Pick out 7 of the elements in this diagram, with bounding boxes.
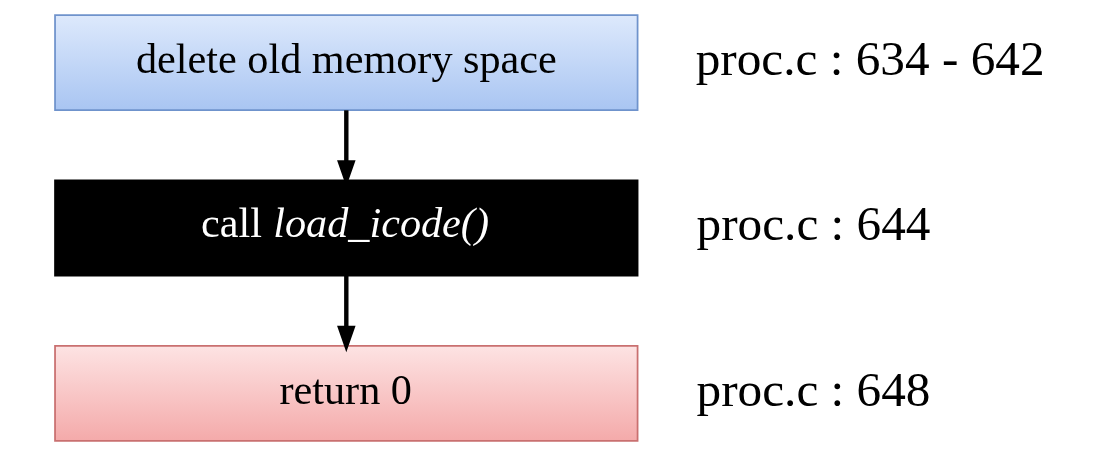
arrow <box>337 275 356 353</box>
node-box: delete old memory space <box>54 14 639 111</box>
node-label: proc.c : 648 <box>696 361 931 417</box>
node-box: return 0 <box>54 345 639 442</box>
node-label: proc.c : 644 <box>696 196 931 252</box>
node-label: proc.c : 634 - 642 <box>695 30 1045 86</box>
node-box: call load_icode() <box>54 179 639 277</box>
